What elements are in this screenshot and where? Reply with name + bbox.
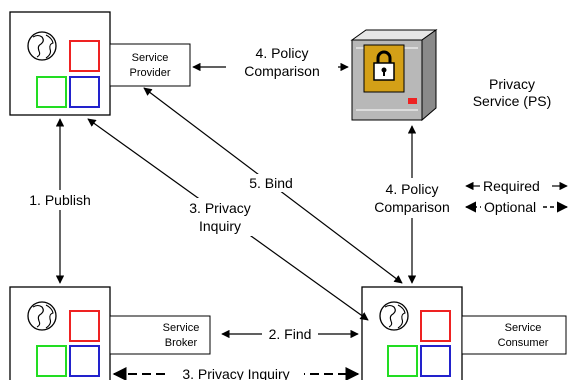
globe-icon: [379, 301, 409, 331]
globe-icon: [27, 301, 57, 331]
service-consumer-node: Service Consumer: [361, 286, 567, 380]
service-provider-node: Service Provider: [9, 11, 191, 116]
policy-comparison-right-line1: 4. Policy: [386, 181, 439, 197]
privacy-inquiry-diagonal-line1: 3. Privacy: [189, 200, 250, 216]
server-side: [421, 29, 437, 122]
green-square: [36, 76, 67, 108]
legend: Required Optional: [464, 178, 569, 215]
provider-label-box: [109, 43, 191, 87]
globe-icon: [27, 31, 57, 61]
legend-required-label: Required: [483, 178, 540, 194]
privacy-service-label-line2: Service (PS): [473, 93, 552, 109]
broker-label-line1: Service: [163, 322, 200, 334]
privacy-inquiry-diagonal-line2: Inquiry: [199, 218, 241, 234]
provider-box: [9, 11, 111, 116]
consumer-label-line2: Consumer: [498, 337, 549, 349]
privacy-service-server: [350, 29, 438, 122]
broker-label-line2: Broker: [165, 337, 198, 349]
blue-square: [69, 76, 100, 108]
red-square: [69, 310, 100, 342]
red-square: [69, 40, 100, 72]
publish-label: 1. Publish: [29, 192, 90, 208]
broker-box: [9, 286, 111, 380]
consumer-label-box: [461, 315, 567, 355]
blue-square: [69, 345, 100, 377]
privacy-inquiry-dashed-label: 3. Privacy Inquiry: [182, 366, 289, 380]
green-square: [387, 345, 418, 377]
consumer-label-line1: Service: [505, 322, 542, 334]
server-led: [408, 98, 417, 104]
provider-label-line1: Service: [132, 52, 169, 64]
blue-square: [420, 345, 451, 377]
policy-comparison-right-line2: Comparison: [374, 199, 449, 215]
broker-label-box: [109, 315, 211, 355]
policy-comparison-top-line2: Comparison: [244, 63, 319, 79]
red-square: [420, 310, 451, 342]
provider-label-line2: Provider: [130, 67, 171, 79]
policy-comparison-top-line1: 4. Policy: [256, 45, 309, 61]
consumer-box: [361, 286, 463, 380]
bind-label: 5. Bind: [249, 175, 293, 191]
padlock-icon: [373, 50, 395, 81]
legend-optional-label: Optional: [484, 199, 536, 215]
find-label: 2. Find: [269, 326, 312, 342]
green-square: [36, 345, 67, 377]
privacy-service-label-line1: Privacy: [489, 76, 535, 92]
